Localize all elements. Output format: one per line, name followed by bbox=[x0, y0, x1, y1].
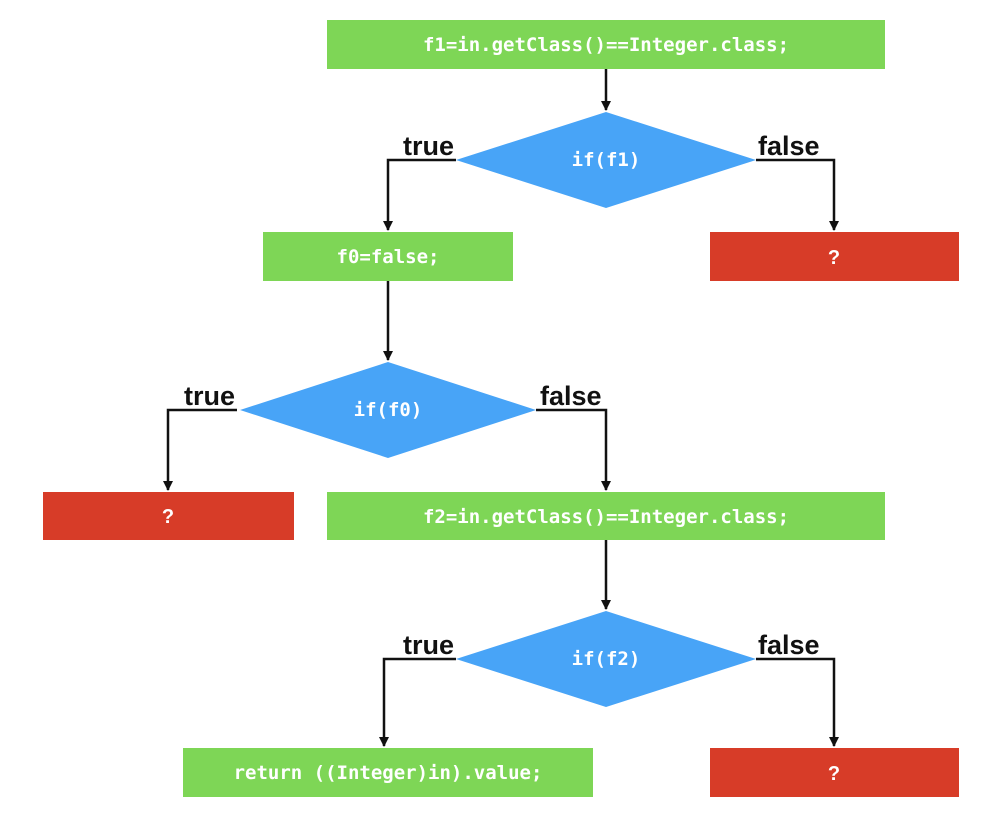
edge-if-f2-false bbox=[756, 657, 839, 747]
statement-box bbox=[183, 748, 593, 797]
branch-label-f2-false: false bbox=[758, 630, 820, 660]
node-if-f0: if(f0) bbox=[240, 362, 536, 458]
branch-label-f1-false: false bbox=[758, 131, 820, 161]
unknown-box bbox=[710, 748, 959, 797]
edge-if-f0-false bbox=[536, 408, 611, 491]
node-label: if(f2) bbox=[572, 648, 641, 670]
node-if-f1: if(f1) bbox=[456, 112, 756, 208]
node-assign-f1: f1=in.getClass()==Integer.class; bbox=[327, 20, 885, 69]
decision-diamond bbox=[456, 112, 756, 208]
unknown-box bbox=[43, 492, 294, 540]
node-label: return ((Integer)in).value; bbox=[234, 762, 543, 784]
unknown-box bbox=[710, 232, 959, 281]
branch-label-f2-true: true bbox=[403, 630, 454, 660]
node-label: ? bbox=[828, 763, 840, 785]
branch-label-f1-true: true bbox=[403, 131, 454, 161]
node-label: f2=in.getClass()==Integer.class; bbox=[423, 506, 789, 528]
edge-if-f1-true bbox=[383, 158, 456, 231]
node-unknown-f2-false: ? bbox=[710, 748, 959, 797]
node-label: f1=in.getClass()==Integer.class; bbox=[423, 34, 789, 56]
node-assign-f0: f0=false; bbox=[263, 232, 513, 281]
node-if-f2: if(f2) bbox=[456, 611, 756, 707]
node-label: ? bbox=[162, 506, 174, 528]
node-label: if(f0) bbox=[354, 399, 423, 421]
node-return-value: return ((Integer)in).value; bbox=[183, 748, 593, 797]
node-assign-f2: f2=in.getClass()==Integer.class; bbox=[327, 492, 885, 540]
statement-box bbox=[327, 20, 885, 69]
edge-if-f2-true bbox=[379, 657, 456, 747]
edge-if-f1-false bbox=[756, 158, 839, 231]
edge-if-f0-true bbox=[163, 408, 237, 491]
node-unknown-f1-false: ? bbox=[710, 232, 959, 281]
decision-diamond bbox=[240, 362, 536, 458]
statement-box bbox=[263, 232, 513, 281]
branch-label-f0-true: true bbox=[184, 381, 235, 411]
branch-label-f0-false: false bbox=[540, 381, 602, 411]
decision-diamond bbox=[456, 611, 756, 707]
node-label: if(f1) bbox=[572, 149, 641, 171]
node-label: ? bbox=[828, 247, 840, 269]
statement-box bbox=[327, 492, 885, 540]
node-unknown-f0-true: ? bbox=[43, 492, 294, 540]
node-label: f0=false; bbox=[337, 246, 440, 268]
